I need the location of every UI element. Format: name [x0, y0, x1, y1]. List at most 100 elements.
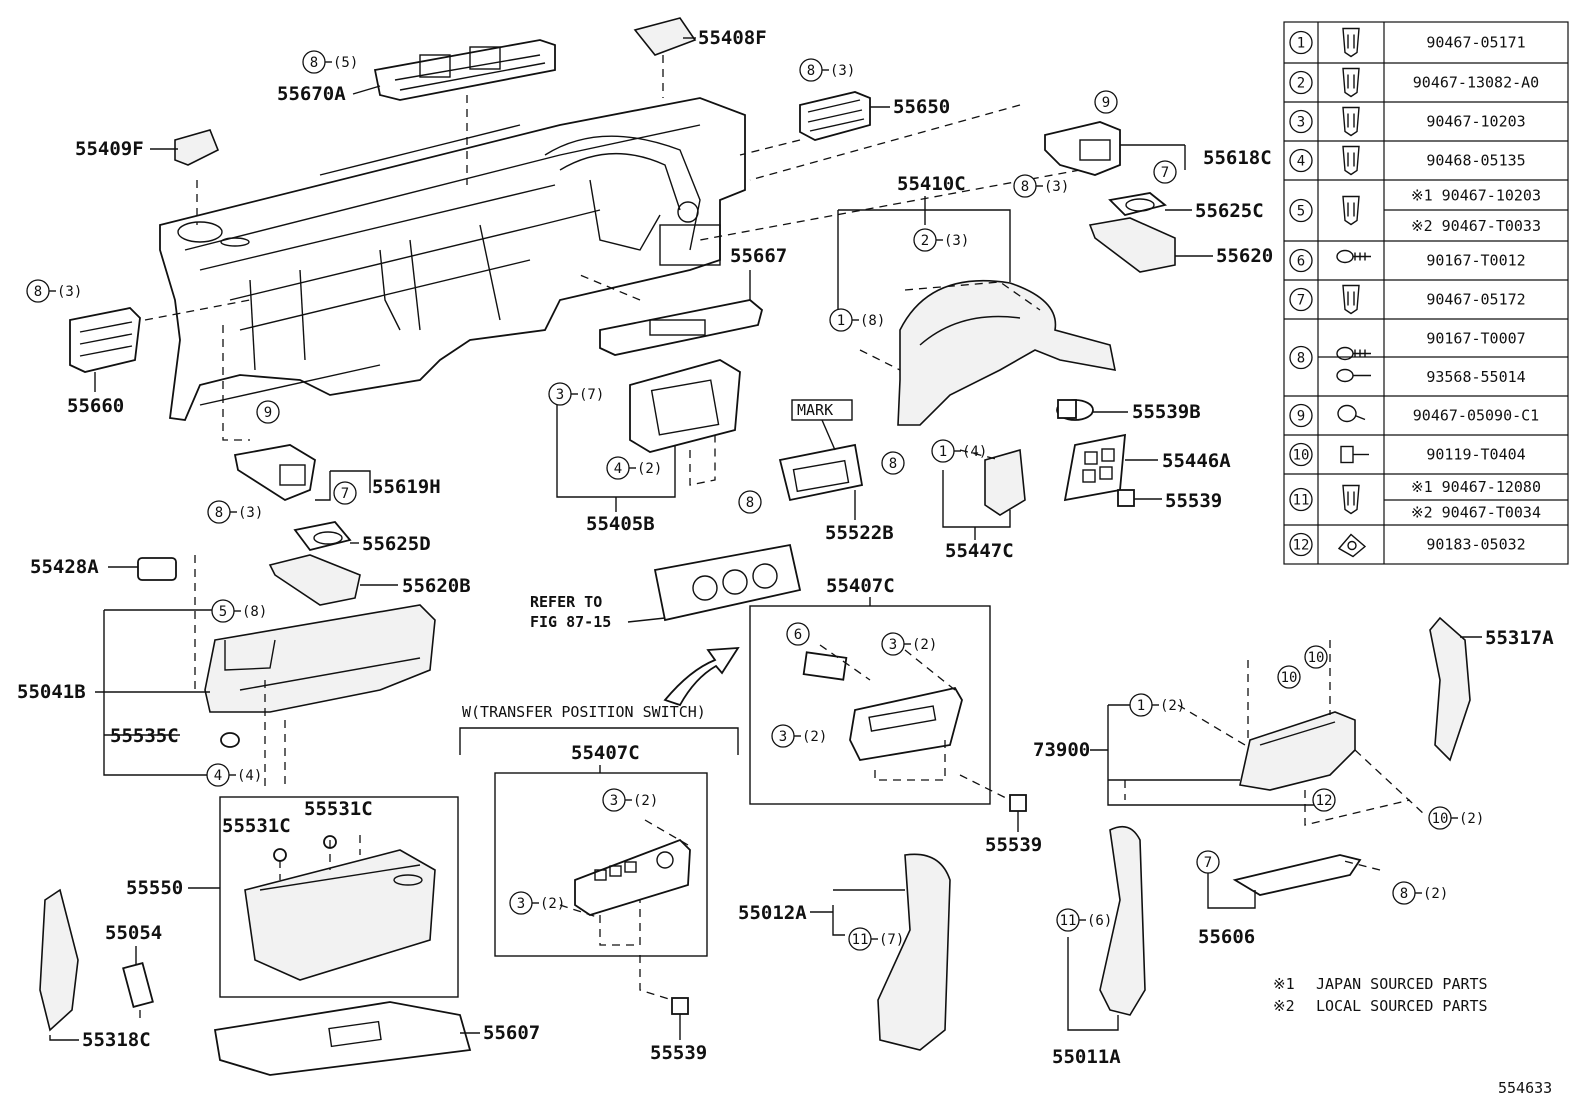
callout-8: 8(3): [26, 279, 82, 303]
screw-icon: [1336, 249, 1371, 264]
fastener-number-circle: [1289, 403, 1313, 428]
fastener-part-number: ※2 90467-T0034: [1411, 503, 1541, 521]
callout-number: 10: [1281, 670, 1298, 686]
fastener-number-circle: [1289, 30, 1313, 55]
callout-3: 3(2): [602, 788, 658, 812]
callout-8: 8: [881, 451, 905, 475]
callout-9: 9: [1094, 90, 1118, 114]
fastener-number-circle: [1289, 198, 1313, 223]
callout-qty: (2): [637, 461, 662, 477]
callout-1: 1(2): [1129, 693, 1185, 717]
part-55041B-shape: [204, 604, 436, 713]
callout-11: 11(6): [1056, 908, 1112, 932]
callout-8: 8(3): [1013, 174, 1069, 198]
callout-number: 1: [1137, 698, 1145, 714]
direction-arrow: [663, 646, 740, 707]
fastener-number: 3: [1297, 115, 1305, 131]
callout-number: 8: [889, 456, 897, 472]
callout-qty: (3): [57, 284, 82, 300]
callout-qty: (4): [237, 768, 262, 784]
fastener-part-number: 90467-10203: [1426, 113, 1525, 131]
fastener-part-number: 90468-05135: [1426, 152, 1525, 170]
fastener-part-number: 90467-05090-C1: [1413, 407, 1539, 425]
callout-qty: (2): [540, 896, 565, 912]
part-label-55410C: 55410C: [897, 173, 966, 195]
clip-icon: [1342, 67, 1360, 98]
part-label-55011A: 55011A: [1052, 1046, 1121, 1068]
callout-number: 7: [341, 486, 349, 502]
fastener-number-circle: [1289, 287, 1313, 312]
part-label-55446A: 55446A: [1162, 450, 1231, 472]
callout-number: 2: [921, 233, 929, 249]
heater-control-shape: [653, 543, 802, 622]
fastener-number: 10: [1293, 448, 1310, 464]
part-label-55539-c: 55539: [650, 1042, 707, 1064]
callout-qty: (6): [1087, 913, 1112, 929]
callout-number: 7: [1204, 855, 1212, 871]
diagram-id: 554633: [1498, 1079, 1552, 1097]
callout-1: 1(8): [829, 308, 885, 332]
part-55522B-shape: [778, 443, 864, 502]
note-2-text: LOCAL SOURCED PARTS: [1316, 997, 1488, 1015]
part-55407C-b-shape: [574, 838, 691, 916]
note-1-mark: ※1: [1273, 975, 1295, 993]
part-55618C-shape: [1044, 121, 1121, 176]
part-55650-shape: [799, 91, 871, 141]
part-label-55539-a: 55539: [1165, 490, 1222, 512]
note-2-mark: ※2: [1273, 997, 1295, 1015]
screw-icon: [1336, 346, 1371, 383]
part-label-55667: 55667: [730, 245, 787, 267]
refer-note-line2: FIG 87-15: [530, 613, 611, 631]
part-label-55620B: 55620B: [402, 575, 471, 597]
callout-circle: [1094, 90, 1118, 114]
fastener-number: 11: [1293, 493, 1310, 509]
fastener-part-number: 93568-55014: [1426, 368, 1525, 386]
bolt-icon: [1340, 445, 1369, 464]
part-55539-b-shape: [1009, 794, 1027, 812]
part-label-55054: 55054: [105, 922, 162, 944]
part-55012A-shape: [877, 853, 951, 1051]
callout-number: 3: [610, 793, 618, 809]
rivet-icon: [1337, 404, 1366, 423]
part-55405B-shape: [629, 359, 741, 453]
part-55607-shape: [213, 1001, 472, 1076]
callout-circle: [881, 451, 905, 475]
callout-circle: [1304, 645, 1328, 669]
callout-qty: (3): [238, 505, 263, 521]
callout-qty: (4): [962, 444, 987, 460]
part-label-55318C: 55318C: [82, 1029, 151, 1051]
fastener-part-number: 90183-05032: [1426, 536, 1525, 554]
callout-circle: [738, 490, 762, 514]
callout-11: 11(7): [848, 927, 904, 951]
callout-qty: (7): [579, 387, 604, 403]
callout-circle: [786, 622, 810, 646]
part-label-73900: 73900: [1033, 739, 1090, 761]
callout-1: 1(4): [931, 439, 987, 463]
refer-note-line1: REFER TO: [530, 593, 602, 611]
part-label-55409F: 55409F: [75, 138, 144, 160]
callout-circle: [256, 400, 280, 424]
callout-7: 7: [1153, 160, 1177, 184]
part-label-55535C: 55535C: [110, 725, 179, 747]
fastener-number: 6: [1297, 254, 1305, 270]
nut-icon: [1337, 533, 1367, 558]
part-label-55041B: 55041B: [17, 681, 86, 703]
part-55054-shape: [122, 961, 154, 1009]
callout-number: 9: [1102, 95, 1110, 111]
part-55318C-shape: [39, 888, 79, 1032]
callout-10: 10: [1277, 665, 1301, 689]
callout-number: 8: [746, 495, 754, 511]
fastener-number-circle: [1289, 487, 1313, 512]
callout-qty: (8): [242, 604, 267, 620]
callout-3: 3(2): [509, 891, 565, 915]
part-label-55539-b: 55539: [985, 834, 1042, 856]
part-55408F-shape: [633, 17, 697, 56]
callout-8: 8(2): [1392, 881, 1448, 905]
part-label-55522B: 55522B: [825, 522, 894, 544]
part-55317A-shape: [1429, 616, 1471, 762]
fastener-number: 8: [1297, 351, 1305, 367]
callout-number: 8: [1021, 179, 1029, 195]
